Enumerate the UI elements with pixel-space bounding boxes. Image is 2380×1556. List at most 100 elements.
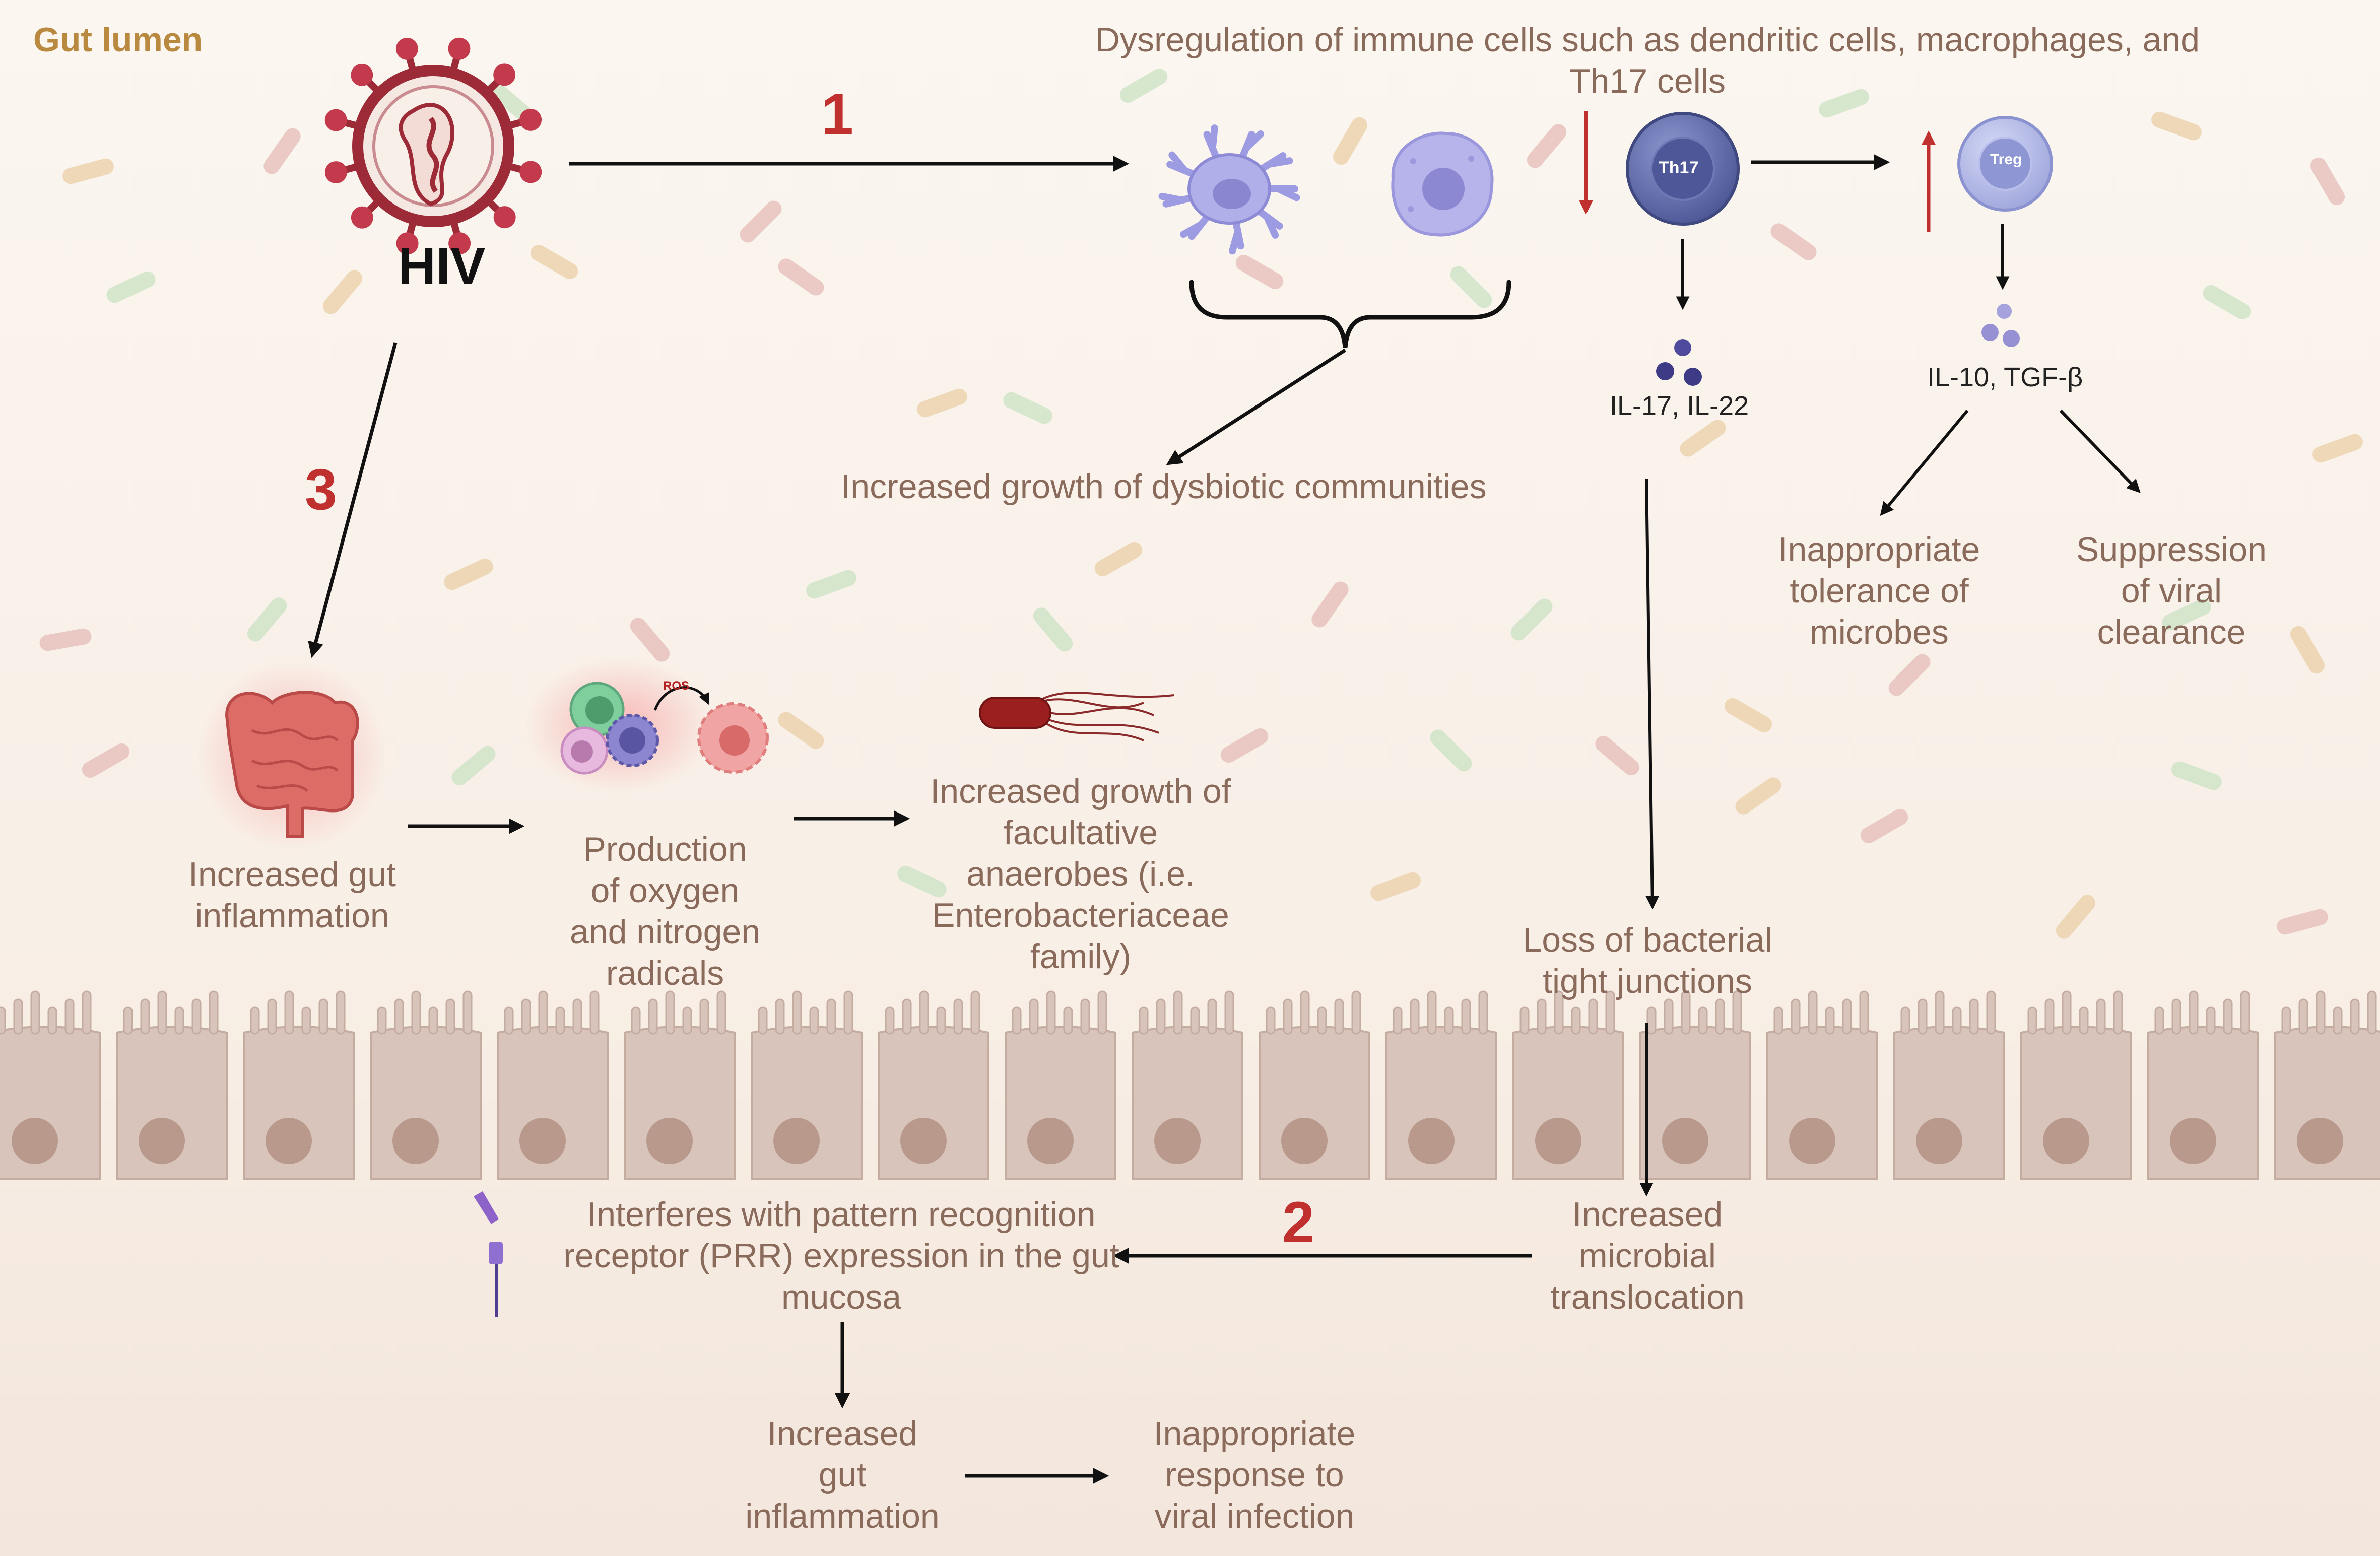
gut-inflammation-2-label: Increased gut inflammation xyxy=(691,1413,994,1537)
gut-inflammation-label: Increased gut inflammation xyxy=(141,854,443,936)
arrow-cytokines-to-tight-junctions xyxy=(1645,478,1660,910)
tight-junctions-line-1: Loss of bacterial xyxy=(1523,921,1772,959)
radicals-line-3: and nitrogen xyxy=(569,913,761,951)
anaerobes-line-1: Increased growth of xyxy=(930,772,1231,810)
nucleus xyxy=(773,1118,820,1164)
hiv-spike-head xyxy=(519,161,542,183)
treg-cell-icon xyxy=(1957,116,2053,212)
nucleus xyxy=(1027,1118,1074,1164)
arrow-to-suppression xyxy=(2059,409,2141,493)
background-bacterium xyxy=(2171,761,2222,790)
radicals-line-1: Production xyxy=(583,830,747,868)
epithelial-cell xyxy=(878,990,989,1180)
epithelial-cell xyxy=(624,990,736,1180)
background-bacterium xyxy=(2162,598,2211,631)
prr-receptor-icon xyxy=(474,1191,503,1317)
anaerobes-line-4: Enterobacteriaceae xyxy=(932,896,1229,934)
radicals-line-2: of oxygen xyxy=(590,871,740,910)
background-bacterium xyxy=(444,558,493,590)
suppression-line-3: clearance xyxy=(2097,613,2246,651)
translocation-line-1: Increased xyxy=(1572,1195,1723,1234)
nucleus xyxy=(139,1118,185,1164)
nucleus xyxy=(1408,1118,1455,1164)
background-bacterium xyxy=(247,597,287,642)
il17-il22-label: IL-17, IL-22 xyxy=(1610,391,1749,421)
prr-line-2: receptor (PRR) expression in the gut xyxy=(563,1237,1119,1275)
nucleus xyxy=(392,1118,439,1164)
background-bacterium xyxy=(897,865,947,898)
background-bacterium xyxy=(1094,542,1143,576)
anaerobes-label: Increased growth of facultative anaerobe… xyxy=(882,771,1280,977)
nucleus xyxy=(2043,1118,2089,1164)
nucleus xyxy=(1154,1118,1201,1164)
background-bacterium xyxy=(778,258,824,296)
th17-cell-label: Th17 xyxy=(1659,158,1699,177)
epithelial-cell xyxy=(1259,990,1370,1180)
anaerobes-line-3: anaerobes (i.e. xyxy=(966,855,1195,893)
nucleus xyxy=(900,1118,947,1164)
background-bacterium xyxy=(1333,117,1367,165)
brace xyxy=(1189,280,1511,348)
il10-tgfb-molecules-icon xyxy=(1981,304,2020,347)
hiv-label: HIV xyxy=(398,237,486,296)
hiv-virion-icon xyxy=(324,37,542,255)
dendrite-branch xyxy=(1263,213,1279,239)
arrow-to-tolerance xyxy=(1880,410,1969,516)
background-bacterium xyxy=(1680,420,1726,457)
viral-response-line-3: viral infection xyxy=(1154,1497,1355,1535)
background-bacterium xyxy=(1819,89,1869,118)
viral-response-line-2: response to xyxy=(1165,1456,1344,1494)
background-bacterium xyxy=(806,570,856,599)
gut-inflammation-line-2: inflammation xyxy=(195,897,389,935)
suppression-label: Suppression of viral clearance xyxy=(2020,529,2323,653)
il10-tgfb-label: IL-10, TGF-β xyxy=(1927,362,2083,392)
nucleus xyxy=(1281,1118,1328,1164)
dendrite-branch xyxy=(1158,192,1185,204)
background-bacterium xyxy=(530,245,578,279)
anaerobes-line-5: family) xyxy=(1030,937,1132,976)
tight-junctions-line-2: tight junctions xyxy=(1543,962,1752,1000)
epithelial-cell xyxy=(1639,990,1751,1180)
hiv-spike-head xyxy=(493,63,516,86)
background-bacterium xyxy=(1724,698,1772,732)
hiv-spike-head xyxy=(395,37,418,60)
background-bacterium xyxy=(2312,434,2363,463)
pathway-number-3: 3 xyxy=(305,457,337,522)
background-bacterium xyxy=(1430,729,1472,772)
arrow-to-dysbiotic xyxy=(1166,349,1346,465)
dendrite-branch xyxy=(1266,157,1293,168)
epithelial-cell xyxy=(2020,990,2132,1180)
tolerance-label: Inappropriate tolerance of microbes xyxy=(1728,529,2030,653)
enterobacteria-icon xyxy=(979,692,1174,741)
hiv-spike-head xyxy=(351,206,373,229)
background-bacterium xyxy=(1595,735,1639,776)
background-bacterium xyxy=(778,712,824,749)
hiv-spike-head xyxy=(519,108,542,131)
header-line-1: Dysregulation of immune cells such as de… xyxy=(1095,21,2200,59)
suppression-line-2: of viral xyxy=(2121,572,2222,610)
radicals-label: Production of oxygen and nitrogen radica… xyxy=(514,829,816,994)
nucleus xyxy=(266,1118,312,1164)
background-bacterium xyxy=(1119,69,1168,103)
tight-junctions-label: Loss of bacterial tight junctions xyxy=(1471,919,1824,1002)
epithelial-cell xyxy=(2147,990,2259,1180)
il17-il22-molecules-icon xyxy=(1656,339,1702,386)
dendrite-branch xyxy=(1168,151,1188,174)
epithelial-cell xyxy=(2274,990,2380,1180)
epithelial-cell xyxy=(1132,990,1243,1180)
background-bacterium xyxy=(1220,728,1269,763)
epithelial-cell xyxy=(751,990,863,1180)
suppression-line-1: Suppression xyxy=(2076,530,2267,569)
ros-label: ROS xyxy=(663,679,690,693)
nucleus xyxy=(519,1118,566,1164)
background-bacterium xyxy=(2056,895,2096,939)
ros-producing-cells-icon xyxy=(524,657,769,793)
background-bacterium xyxy=(917,388,967,418)
background-bacterium xyxy=(1510,598,1553,641)
epithelial-cell xyxy=(0,990,101,1180)
background-bacterium xyxy=(2151,111,2202,141)
background-bacterium xyxy=(2277,909,2328,935)
gut-inflammation-2-line-1: Increased xyxy=(767,1414,918,1453)
